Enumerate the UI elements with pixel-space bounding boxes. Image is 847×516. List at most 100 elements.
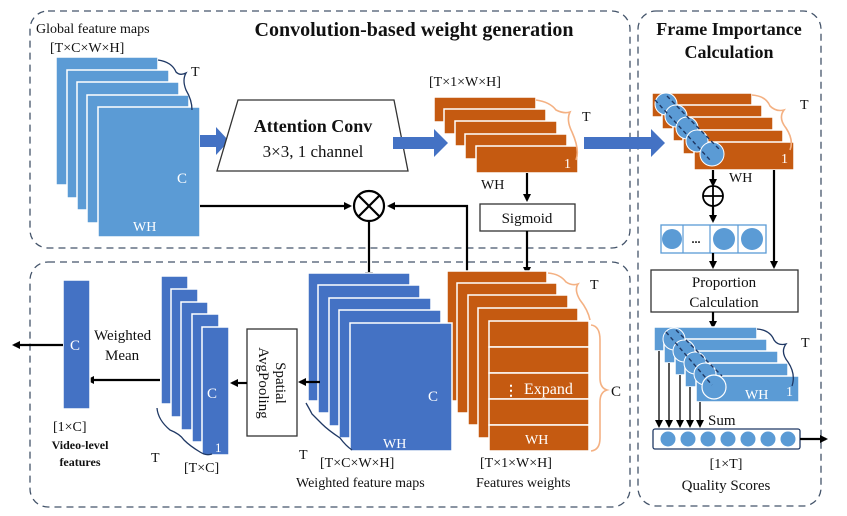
proportion-map-stack — [653, 326, 800, 403]
multiply-operator — [352, 189, 386, 223]
features-weights-stack — [446, 270, 590, 452]
attention-conv-title: Attention Conv — [254, 116, 373, 136]
score-dot — [700, 431, 716, 447]
global-feature-map-stack — [55, 56, 201, 238]
video-features-c: C — [70, 338, 80, 354]
weight-row — [488, 424, 590, 452]
attention-map-layer — [475, 145, 579, 174]
pooling-line-2: AvgPooling — [255, 347, 271, 419]
sum-operator — [702, 185, 724, 207]
t-brace — [157, 59, 193, 111]
t-brace — [547, 272, 591, 321]
global-maps-label: Global feature maps — [36, 22, 150, 37]
t-brace — [535, 99, 579, 161]
weight-row — [488, 372, 590, 400]
weight-row — [488, 398, 590, 426]
conv-panel-title: Convolution-based weight generation — [255, 19, 574, 41]
pooled-feature-stack — [160, 275, 230, 456]
attention-maps-shape: [T×1×W×H] — [429, 75, 501, 90]
score-dot — [740, 431, 756, 447]
t-brace — [756, 328, 794, 387]
proportion-line-1: Proportion — [692, 275, 757, 291]
features-weights-t: T — [590, 278, 599, 293]
proportion-one: 1 — [786, 385, 793, 400]
quality-score-vector — [652, 428, 801, 450]
features-weights-shape: [T×1×W×H] — [480, 456, 552, 471]
score-dot — [660, 431, 676, 447]
attention-maps-one: 1 — [564, 157, 571, 172]
arrow-to-attention-maps — [393, 129, 448, 157]
spatial-avgpooling-label: Spatial AvgPooling — [255, 347, 288, 419]
scores-label: Quality Scores — [682, 478, 771, 494]
pooled-one: 1 — [215, 440, 222, 455]
conv-weight-panel — [29, 10, 631, 249]
proportion-calculation-box — [650, 269, 799, 313]
arrow-to-attention-conv — [200, 127, 229, 155]
pooled-c: C — [207, 386, 217, 402]
t-brace — [305, 402, 353, 451]
attention-maps-t: T — [582, 110, 591, 125]
weight-row — [488, 320, 590, 348]
expand-dots: ⋮ — [504, 384, 518, 399]
sigmoid-box — [479, 203, 576, 232]
sum-label: Sum — [708, 413, 736, 429]
weighted-maps-label: Weighted feature maps — [296, 476, 425, 491]
attention-maps-wh: WH — [481, 178, 504, 193]
frame-panel-title-2: Calculation — [684, 42, 773, 62]
spatial-avgpooling-box — [246, 328, 298, 437]
weighted-map-layer — [349, 322, 453, 452]
arrow-to-frame-importance — [584, 129, 665, 157]
video-features-shape: [1×C] — [53, 420, 87, 435]
sum-arrows — [655, 351, 704, 428]
weighted-maps-wh: WH — [383, 437, 406, 452]
video-feature-vector — [62, 279, 91, 410]
expand-label: Expand — [524, 381, 573, 398]
pooled-t: T — [151, 451, 160, 466]
t-brace — [751, 94, 793, 151]
weight-row — [488, 346, 590, 374]
proportion-t: T — [801, 336, 810, 351]
pooled-shape: [T×C] — [184, 461, 219, 476]
aggregation-panel — [29, 261, 631, 508]
weighted-maps-shape: [T×C×W×H] — [320, 456, 394, 471]
weighted-maps-t: T — [299, 448, 308, 463]
arrow-weights-to-multiply — [387, 202, 469, 272]
weighted-mean-line-1: Weighted — [94, 328, 152, 344]
score-dot — [760, 431, 776, 447]
global-maps-shape: [T×C×W×H] — [50, 41, 124, 56]
proportion-wh: WH — [745, 388, 768, 403]
vector-ellipsis: ... — [692, 232, 701, 246]
scores-shape: [1×T] — [710, 457, 743, 472]
score-dot — [780, 431, 796, 447]
frame-t: T — [800, 98, 809, 113]
features-weights-label: Features weights — [476, 476, 570, 491]
feature-map-layer — [97, 106, 201, 238]
video-features-label-1: Video-level — [52, 438, 110, 452]
weighted-feature-map-stack — [307, 272, 453, 452]
spatial-sum-vector — [660, 224, 767, 254]
attention-conv-subtitle: 3×3, 1 channel — [263, 142, 364, 161]
attention-map-stack — [433, 96, 579, 174]
c-brace — [590, 324, 610, 452]
pooled-layer — [201, 326, 230, 456]
global-maps-t: T — [191, 65, 200, 80]
frame-one: 1 — [781, 152, 788, 167]
video-features-label-2: features — [59, 455, 100, 469]
frame-panel-title-1: Frame Importance — [656, 19, 801, 39]
sigmoid-label: Sigmoid — [502, 211, 553, 227]
frame-wh: WH — [729, 171, 752, 186]
score-dot — [680, 431, 696, 447]
features-weights-wh: WH — [525, 433, 548, 448]
pooling-line-1: Spatial — [272, 362, 288, 404]
t-brace — [156, 407, 213, 456]
weighted-maps-c: C — [428, 389, 438, 405]
attention-conv-shape — [216, 99, 409, 172]
weighted-mean-line-2: Mean — [105, 348, 140, 364]
frame-importance-panel — [637, 10, 822, 507]
features-weights-c: C — [611, 384, 621, 400]
attention-conv-block: Attention Conv 3×3, 1 channel — [216, 99, 409, 172]
proportion-line-2: Calculation — [689, 295, 759, 311]
frame-attention-stack — [651, 92, 795, 171]
global-maps-wh: WH — [133, 220, 156, 235]
